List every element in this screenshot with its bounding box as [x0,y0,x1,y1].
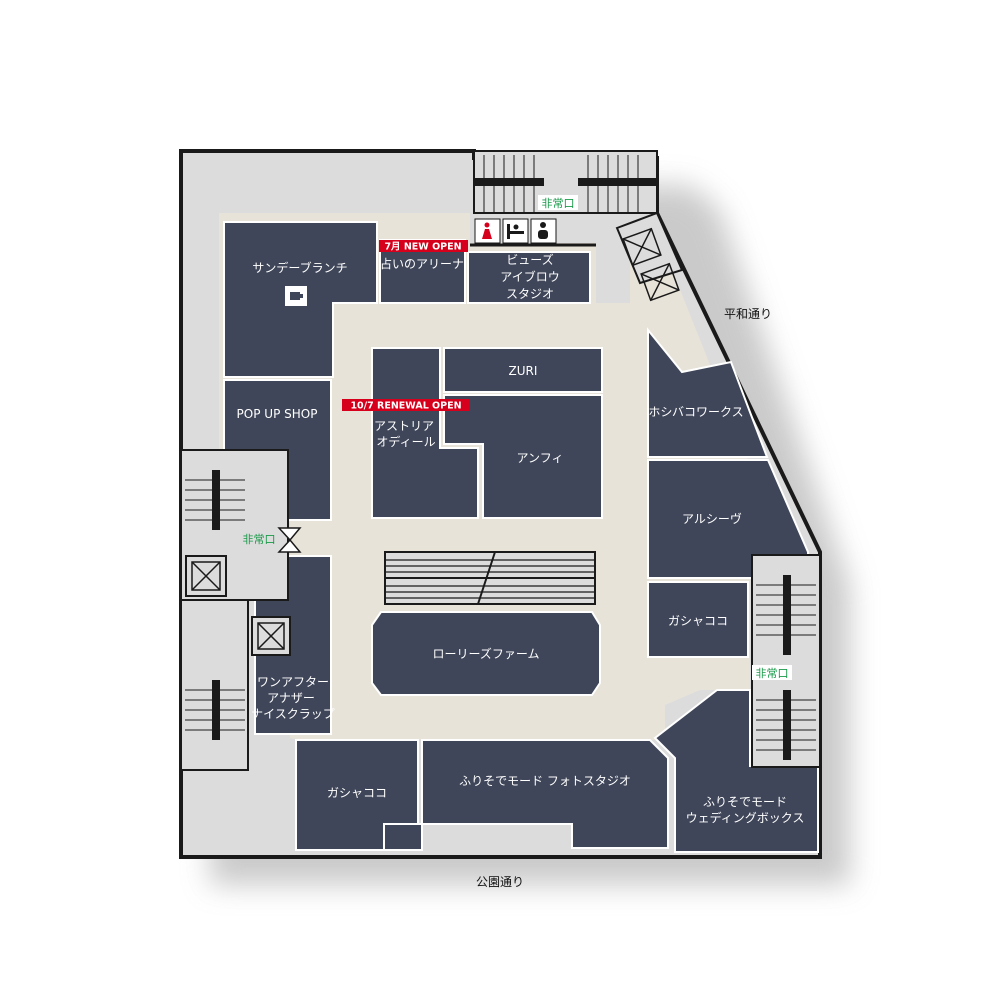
store-gashacoco-east-label: ガシャココ [668,614,728,628]
store-furisode-photo-label: ふりそでモード フォトスタジオ [459,774,631,788]
exit-west-label: 非常口 [243,533,276,546]
store-zuri[interactable]: ZURI [443,347,603,393]
exit-north: 非常口 [538,195,578,210]
store-anfi[interactable]: アンフィ [443,394,603,519]
renewal-open-badge-text: 10/7 RENEWAL OPEN [350,401,461,412]
store-views-line1: ビューズ [506,252,553,267]
store-furisode-wedding-box[interactable]: ふりそでモード ウェディングボックス [653,689,819,853]
store-astoria-odile[interactable]: アストリア オディール [371,347,479,519]
store-sunday-brunch-label: サンデーブランチ [252,260,347,275]
diaper-changing-icon [502,218,529,244]
elevator-icon [185,555,227,597]
store-views-line3: スタジオ [506,287,554,301]
store-one-after-line2: アナザー [267,691,315,705]
store-views-eyebrow-studio[interactable]: ビューズ アイブロウ スタジオ [467,251,591,304]
exit-east: 非常口 [752,665,792,680]
emergency-door-icon [277,527,302,553]
stairs-icon [751,554,821,768]
elevator-icon [251,616,291,656]
store-anfi-label: アンフィ [517,451,564,465]
store-sunday-brunch[interactable]: サンデーブランチ [223,221,378,378]
store-astoria-line1: アストリア [374,419,434,433]
store-one-after-line1: ワンアフター [257,675,329,689]
store-lowrys-farm[interactable]: ローリーズファーム [371,611,601,696]
store-one-after-line3: ナイスクラップ [251,707,335,721]
baby-care-icon [530,218,557,244]
elevator-icon [615,211,684,302]
restroom-icon [474,218,501,244]
store-gashacoco-south-label: ガシャココ [327,786,387,800]
renewal-open-badge: 10/7 RENEWAL OPEN [342,399,470,412]
store-furisode-photo-studio[interactable]: ふりそでモード フォトスタジオ [383,739,669,851]
store-hoshibako-label: ホシバコワークス [648,405,743,419]
escalator-icon [384,551,596,605]
store-arcive[interactable]: アルシーヴ [647,459,809,579]
coffee-cup-icon [285,286,307,306]
store-uranai-arena-label: 占いのアリーナ [380,256,464,271]
street-heiwa-label: 平和通り [724,307,772,321]
store-arcive-label: アルシーヴ [682,511,742,526]
new-open-badge: 7月 NEW OPEN [379,240,468,253]
street-koen-label: 公園通り [476,875,524,889]
store-furisode-wedding-line1: ふりそでモード [703,795,787,809]
store-zuri-label: ZURI [509,364,538,378]
store-lowrys-farm-label: ローリーズファーム [432,646,539,661]
store-popup-shop-label: POP UP SHOP [237,407,318,421]
new-open-badge-text: 7月 NEW OPEN [384,242,461,253]
store-hoshibako-works[interactable]: ホシバコワークス [647,327,769,458]
store-gashacoco-east[interactable]: ガシャココ [647,581,749,658]
store-furisode-wedding-line2: ウェディングボックス [686,810,805,825]
exit-east-label: 非常口 [756,667,789,680]
store-views-line2: アイブロウ [500,269,559,284]
exit-north-label: 非常口 [542,197,575,210]
store-astoria-line2: オディール [376,434,435,449]
